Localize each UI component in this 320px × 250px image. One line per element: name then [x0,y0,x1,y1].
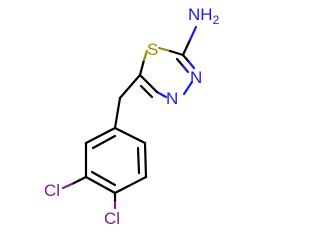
atom-sulfur: S [147,40,158,59]
canvas-background [0,0,250,250]
bond-c2-nh2-colored [188,25,198,42]
bond-c2-n3-colored [187,60,196,70]
bond-n4-c5-colored [155,90,168,99]
benzene-ring [84,126,148,195]
bond-c4-c3 [84,175,117,195]
bond-c2-c1-inner [91,134,117,150]
bond-c6-c5-inner [136,146,141,175]
bond-n3-n4 [182,80,194,96]
atom-amine: NH2 [188,5,220,27]
bond-c2-n3-inner [175,57,185,68]
bond-c2-c1 [84,126,117,145]
atom-nitrogen-lower: N [166,89,178,108]
bond-c5-ch2 [118,73,142,100]
bond-c2-n3 [181,53,191,64]
bond-c5-s [138,58,146,77]
bond-c6-c5 [143,141,148,179]
bond-n4-c5-inner [139,84,154,99]
bond-ch2-aryl [113,96,122,130]
bond-n4-c5 [138,73,159,94]
atom-chlorine-meta: Cl [44,181,60,200]
bond-c4-c3-inner [90,170,117,187]
atom-chlorine-para: Cl [104,209,120,228]
bond-c5-c4 [113,175,148,195]
bond-c5-s-colored [142,49,149,62]
bond-c3-cl-colored [61,182,74,190]
atom-nitrogen-upper: N [190,68,202,87]
bond-s-c2-colored [157,46,172,53]
bond-c2-n3-inner-colored [181,64,190,74]
bond-c1-c6 [113,126,147,145]
structure-diagram: S NH2 N N Cl Cl [0,0,250,250]
bond-c2-nh2 [181,38,192,57]
thiadiazole-ring [138,46,196,99]
bond-c3-cl [70,175,88,186]
bond-s-c2 [168,49,185,57]
